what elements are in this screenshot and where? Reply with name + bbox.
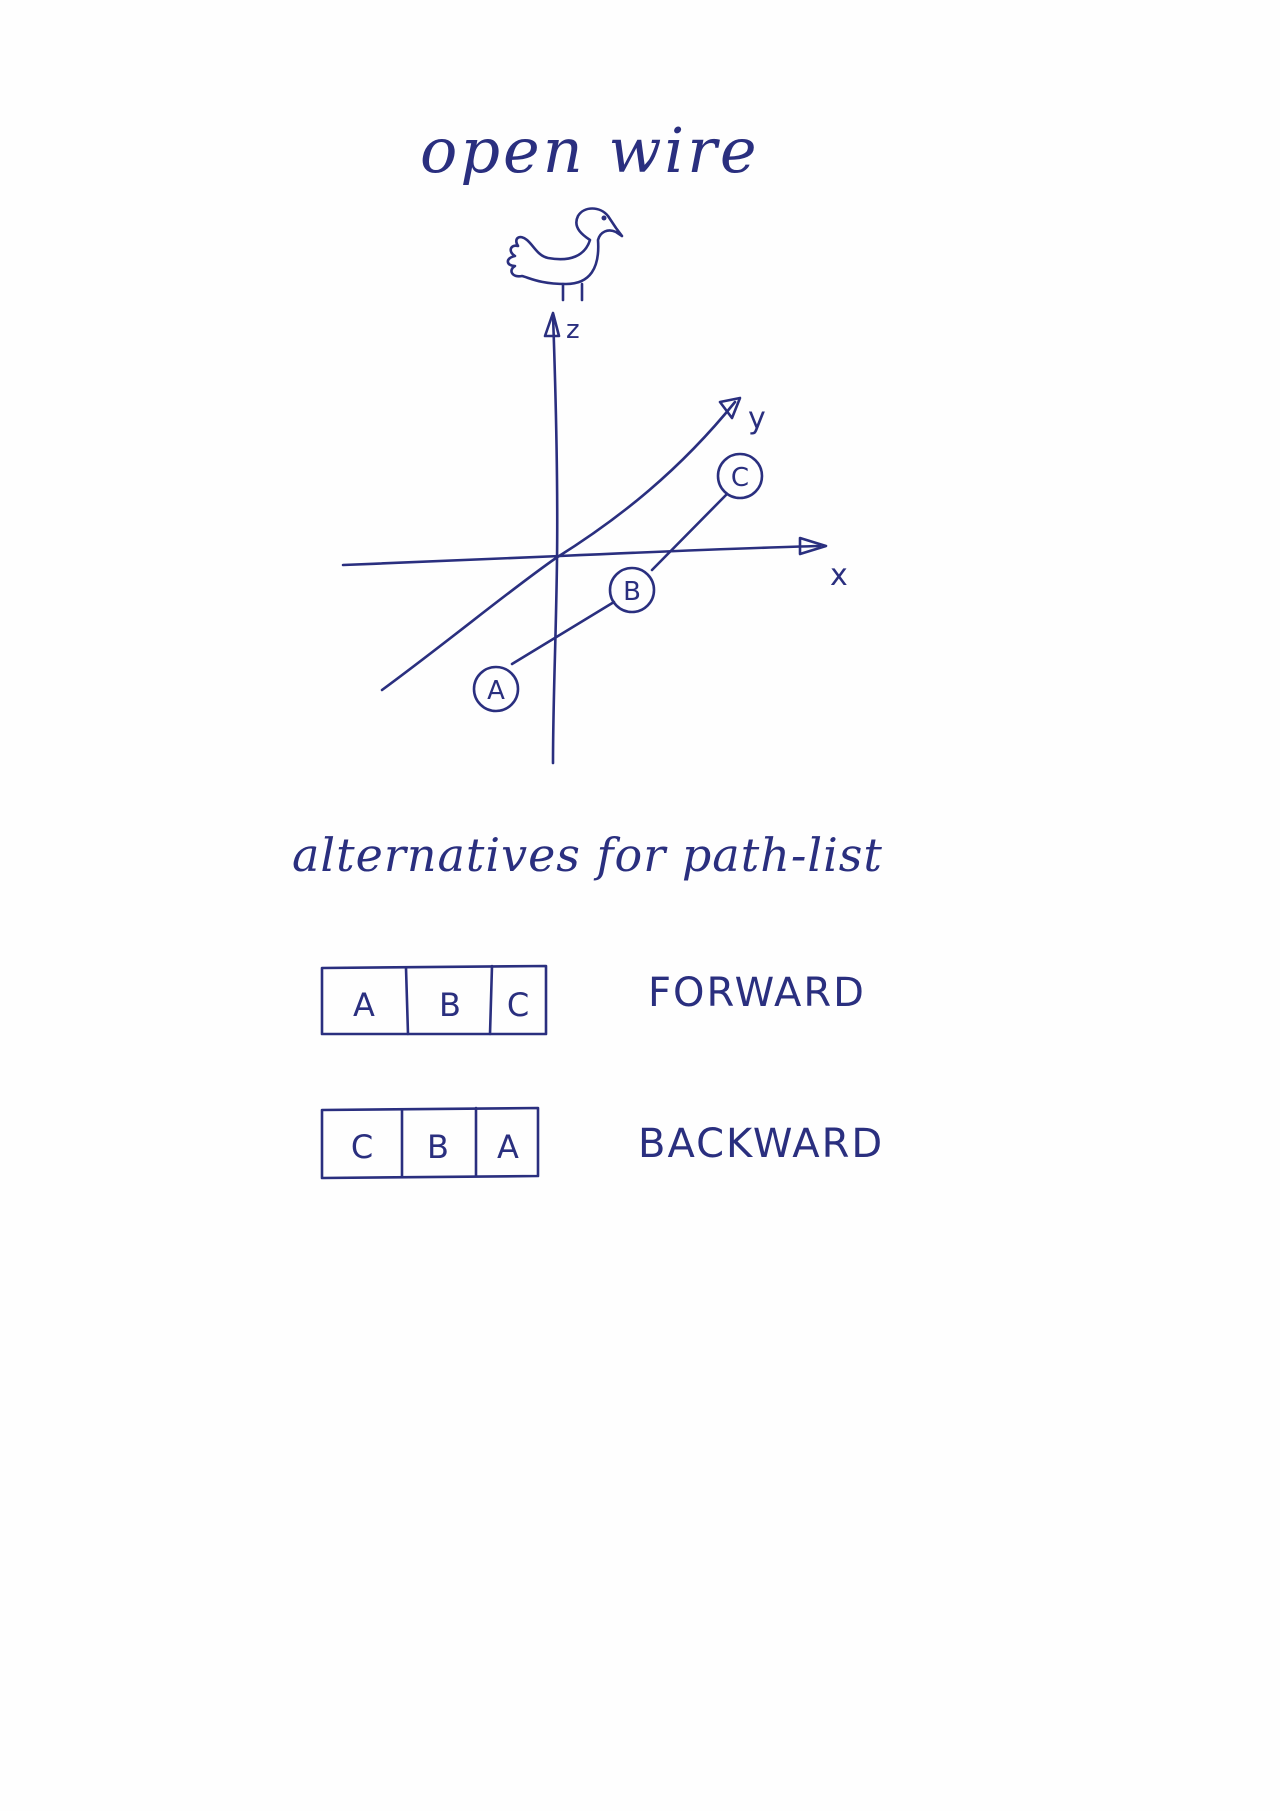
backward-label: BACKWARD <box>638 1121 885 1167</box>
bird-icon <box>506 207 624 302</box>
point-b <box>608 566 656 614</box>
y-axis-label: y <box>748 401 766 436</box>
open-wire <box>510 493 728 666</box>
section-heading: alternatives for path-list <box>292 828 883 882</box>
forward-cell-2: B <box>439 986 461 1024</box>
x-axis <box>341 536 828 567</box>
point-c <box>716 452 764 500</box>
backward-cell-1: C <box>351 1128 373 1166</box>
point-b-label: B <box>623 577 641 607</box>
forward-label: FORWARD <box>648 970 866 1016</box>
z-axis-label: z <box>566 315 580 345</box>
point-c-label: C <box>731 463 749 493</box>
backward-cell-2: B <box>427 1128 449 1166</box>
backward-list <box>320 1106 540 1180</box>
backward-cell-3: A <box>497 1128 519 1166</box>
point-a <box>472 665 520 713</box>
forward-cell-1: A <box>353 986 375 1024</box>
page-title: open wire <box>420 114 760 187</box>
point-a-label: A <box>487 676 505 706</box>
z-axis <box>543 311 561 765</box>
forward-list <box>320 964 548 1036</box>
y-axis <box>380 396 742 692</box>
forward-cell-3: C <box>507 986 529 1024</box>
x-axis-label: x <box>830 558 848 593</box>
